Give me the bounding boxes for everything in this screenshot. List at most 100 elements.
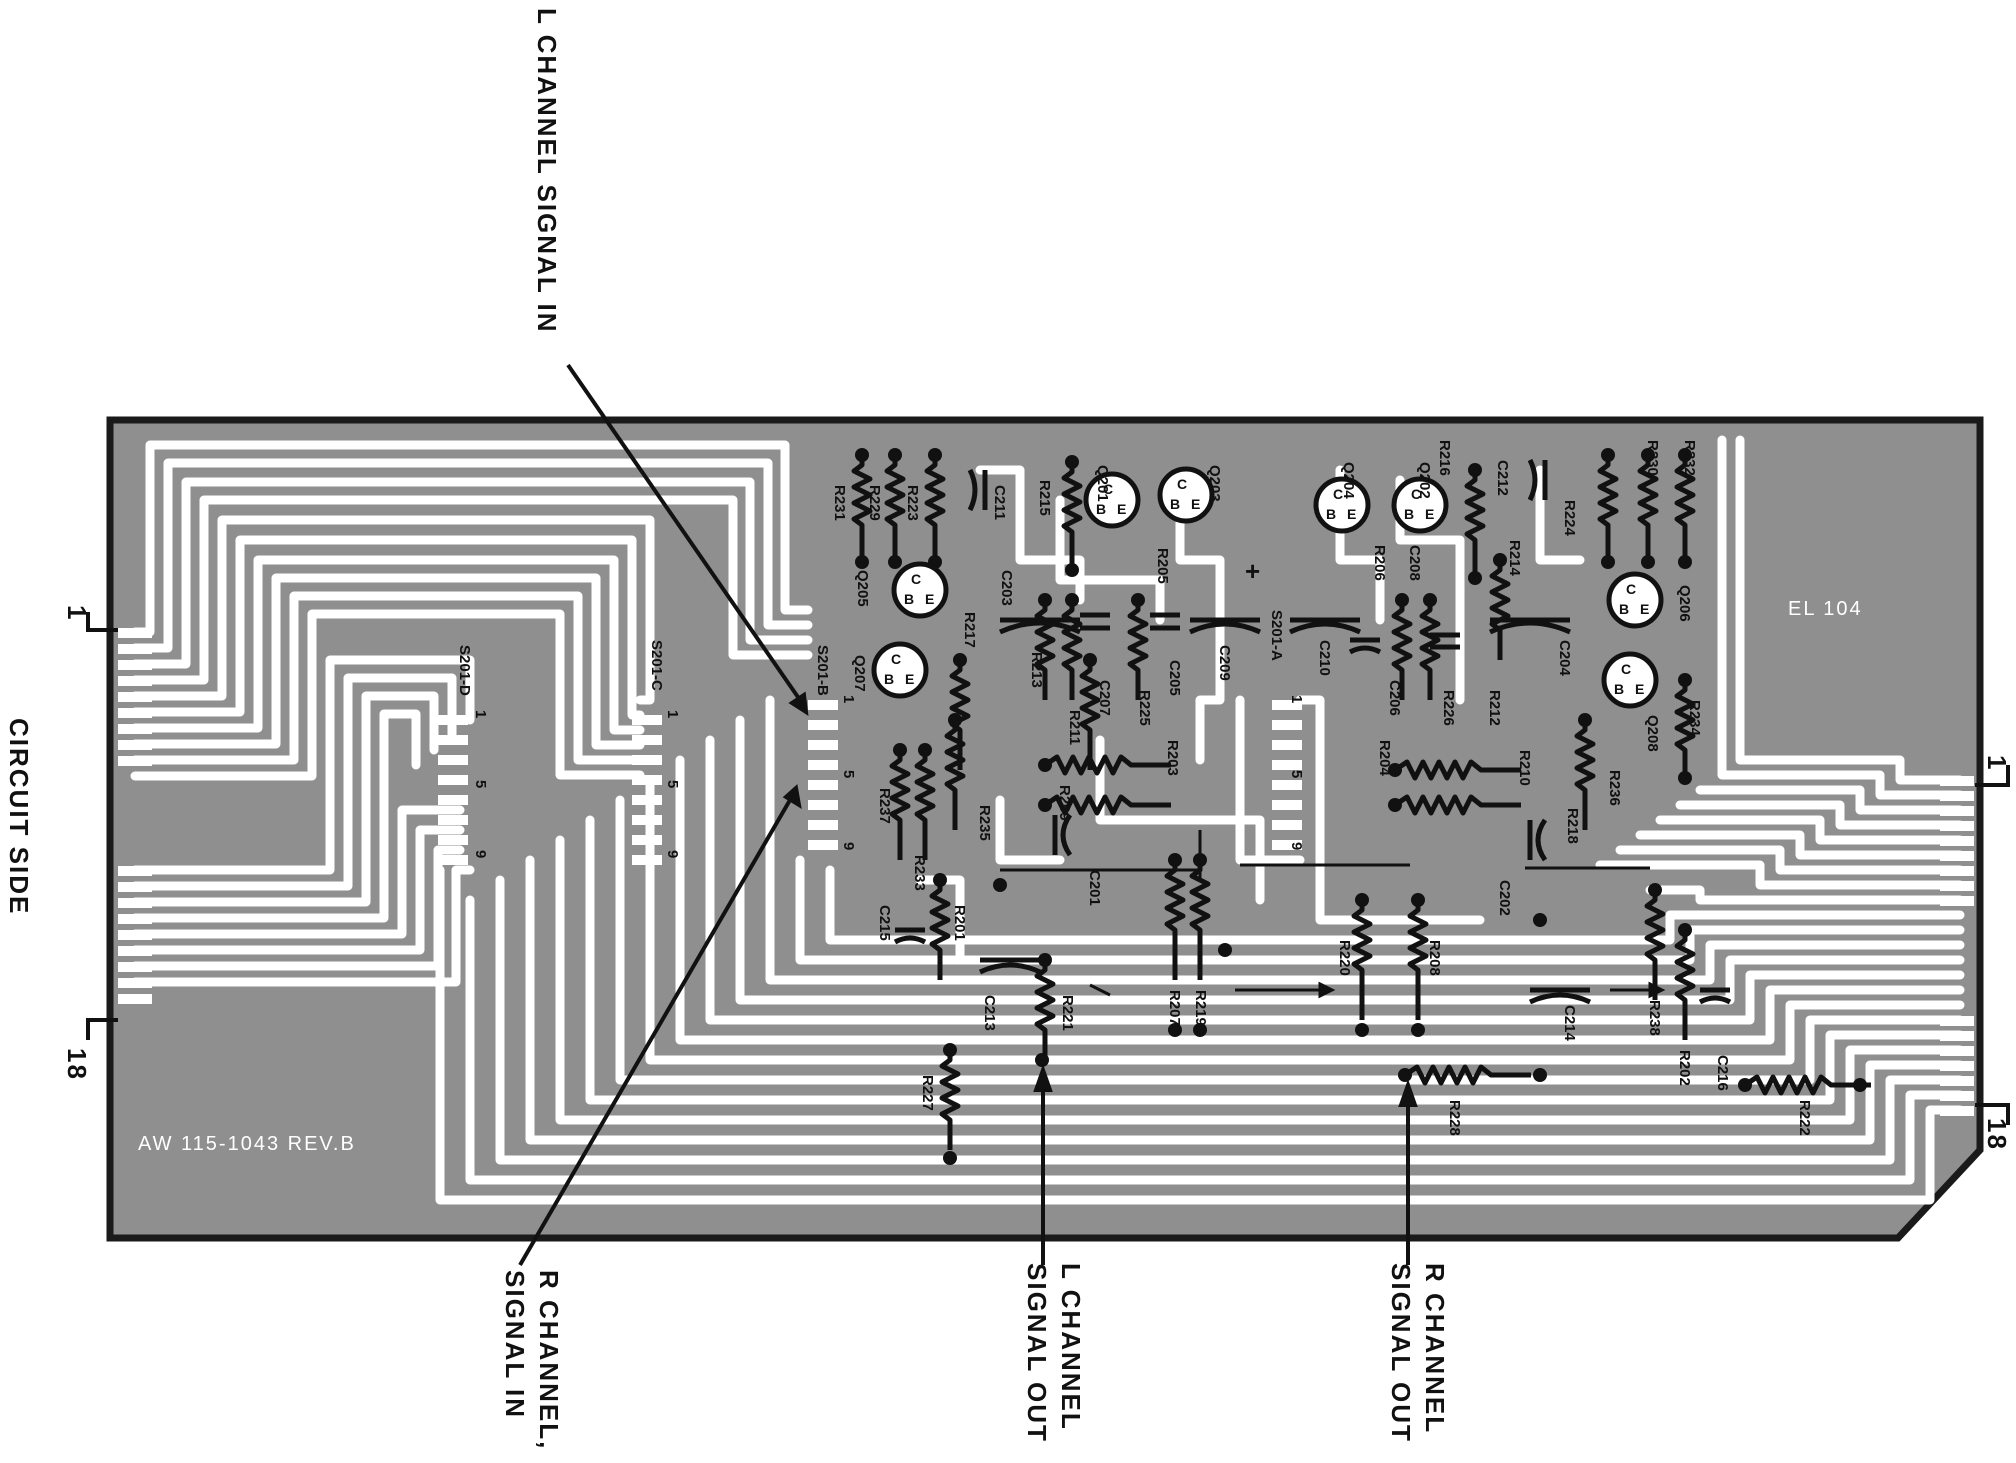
- resistor-group: [851, 455, 1871, 1150]
- label-c203: C203: [998, 570, 1015, 606]
- pin-c: C: [1103, 481, 1113, 497]
- label-r233: R233: [911, 855, 928, 891]
- label-r227: R227: [919, 1075, 936, 1111]
- pin-c: C: [911, 571, 921, 587]
- transistor-q207: [871, 641, 929, 699]
- label-r222: R222: [1796, 1100, 1813, 1136]
- pin-e: E: [1635, 681, 1644, 697]
- pin-e: E: [1117, 501, 1126, 517]
- label-r214: R214: [1506, 540, 1523, 577]
- callout-l-channel-signal-out-line1: L CHANNEL: [1056, 1263, 1086, 1431]
- pin-c: C: [1411, 486, 1421, 502]
- pin-5: 5: [664, 780, 681, 788]
- capacitor-labels: C211 C203 C207 C205 C209 C201 C215 C213 …: [876, 460, 1731, 1091]
- label-s201-b: S201-B: [814, 645, 831, 696]
- label-s201-a: S201-A: [1268, 610, 1285, 661]
- switch-pads: [438, 700, 1302, 865]
- label-r212: R212: [1486, 690, 1503, 726]
- transistor-q205: [891, 561, 949, 619]
- left-connector-pads: [118, 628, 152, 1004]
- callout-r-channel-signal-out-line2: SIGNAL OUT: [1386, 1263, 1416, 1443]
- label-r223: R223: [904, 485, 921, 521]
- pin-1: 1: [664, 710, 681, 718]
- connector-pin-18-right: 18: [1982, 1118, 2012, 1151]
- label-r206: R206: [1371, 545, 1388, 581]
- pin-b: B: [1619, 601, 1629, 617]
- label-c216: C216: [1714, 1055, 1731, 1091]
- label-r228: R228: [1446, 1100, 1463, 1136]
- label-c207: C207: [1096, 680, 1113, 716]
- label-q204: Q204: [1340, 462, 1357, 499]
- label-c205: C205: [1166, 660, 1183, 696]
- connector-markers: [86, 612, 2010, 1125]
- transistor-labels: Q201 Q203 Q204 Q202 Q205 Q207 Q206 Q208: [851, 462, 1693, 752]
- label-c206: C206: [1386, 680, 1403, 716]
- pin-e: E: [1347, 506, 1356, 522]
- pin-e: E: [1425, 506, 1434, 522]
- label-r215: R215: [1036, 480, 1053, 516]
- label-c208: C208: [1406, 545, 1423, 581]
- label-q201: Q201: [1094, 465, 1111, 502]
- label-r201: R201: [951, 905, 968, 941]
- label-r230: R230: [1644, 440, 1661, 476]
- label-r219: R219: [1192, 990, 1209, 1026]
- transistor-q202: [1391, 476, 1449, 534]
- transistor-pin-labels: C B E C B E C B E C B E C B E C B E C B …: [884, 476, 1649, 697]
- label-r237: R237: [876, 788, 893, 824]
- pin-b: B: [1614, 681, 1624, 697]
- pin-9: 9: [472, 850, 489, 858]
- callout-l-channel-signal-in: L CHANNEL SIGNAL IN: [532, 8, 562, 333]
- label-r235: R235: [976, 805, 993, 841]
- pin-c: C: [891, 651, 901, 667]
- callout-leaders: [518, 363, 1418, 1267]
- label-r207: R207: [1166, 990, 1183, 1026]
- pin-c: C: [1626, 581, 1636, 597]
- label-r224: R224: [1561, 500, 1578, 537]
- label-r210: R210: [1516, 750, 1533, 786]
- pin-9: 9: [664, 850, 681, 858]
- label-c204: C204: [1556, 640, 1573, 677]
- label-c201: C201: [1086, 870, 1103, 906]
- pin-b: B: [1170, 496, 1180, 512]
- transistor-q204: [1313, 476, 1371, 534]
- pin-b: B: [1096, 501, 1106, 517]
- pin-1: 1: [1288, 695, 1305, 703]
- capacitor-leads: [1000, 863, 1650, 872]
- label-r231: R231: [831, 485, 848, 521]
- label-c213: C213: [981, 995, 998, 1031]
- label-r217: R217: [961, 612, 978, 648]
- label-r213: R213: [1028, 652, 1045, 688]
- capacitor-group: [893, 458, 1732, 1005]
- resistor-labels: R231 R229 R223 R215 R217 R213 R211 R225 …: [831, 440, 1813, 1136]
- pin-e: E: [905, 671, 914, 687]
- polarity-mark: +: [1245, 556, 1262, 586]
- label-s201-d: S201-D: [456, 645, 473, 696]
- callout-r-channel-signal-in-line2: SIGNAL IN: [500, 1270, 530, 1419]
- label-q205: Q205: [854, 570, 871, 607]
- label-r225: R225: [1136, 690, 1153, 726]
- label-r229: R229: [866, 485, 883, 521]
- transistor-q203: [1157, 466, 1215, 524]
- pin-e: E: [1640, 601, 1649, 617]
- label-r209: R209: [1056, 785, 1073, 821]
- label-s201-c: S201-C: [648, 640, 665, 691]
- pin-c: C: [1177, 476, 1187, 492]
- label-c202: C202: [1496, 880, 1513, 916]
- transistor-group: [871, 466, 1664, 709]
- pin-e: E: [1191, 496, 1200, 512]
- label-r236: R236: [1606, 770, 1623, 806]
- label-c211: C211: [991, 485, 1008, 520]
- label-r218: R218: [1564, 808, 1581, 844]
- pin-b: B: [1404, 506, 1414, 522]
- label-c210: C210: [1316, 640, 1333, 676]
- switch-pin-labels: 1 5 9 1 5 9 1 5 9 1 5 9: [472, 695, 1305, 858]
- callout-r-channel-signal-in-line1: R CHANNEL,: [534, 1270, 564, 1450]
- board-model: EL 104: [1788, 598, 1863, 620]
- transistor-q208: [1601, 651, 1659, 709]
- label-r234: R234: [1686, 700, 1703, 737]
- signal-flow-arrows: [1089, 830, 1666, 999]
- label-r216: R216: [1436, 440, 1453, 476]
- pin-b: B: [904, 591, 914, 607]
- pin-9: 9: [1288, 842, 1305, 850]
